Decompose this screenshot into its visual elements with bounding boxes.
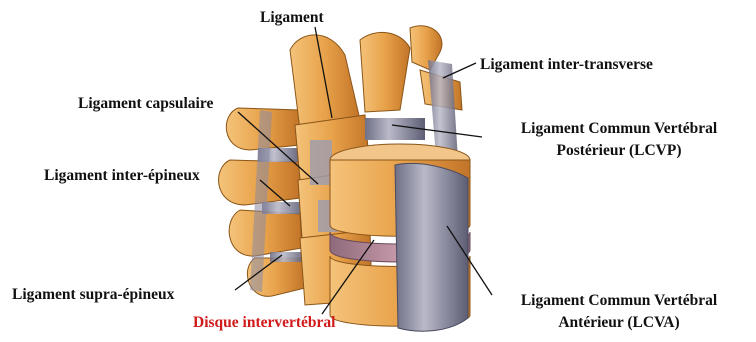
label-inter-epineux: Ligament inter-épineux [44, 167, 200, 185]
label-lcvp-line1: Ligament Commun Vertébral [484, 120, 754, 138]
label-lcva: Ligament Commun Vertébral Antérieur (LCV… [484, 292, 754, 332]
label-lcvp: Ligament Commun Vertébral Postérieur (LC… [484, 120, 754, 160]
label-lcva-line1: Ligament Commun Vertébral [484, 292, 754, 310]
label-ligament: Ligament [260, 9, 324, 27]
label-inter-transverse: Ligament inter-transverse [480, 56, 653, 74]
anterior-longitudinal-ligament [395, 163, 468, 331]
label-capsulaire: Ligament capsulaire [78, 95, 213, 113]
label-lcvp-line2: Postérieur (LCVP) [484, 142, 754, 160]
label-disque-intervertebral: Disque intervertébral [193, 314, 335, 332]
label-lcva-line2: Antérieur (LCVA) [484, 314, 754, 332]
label-supra-epineux: Ligament supra-épineux [12, 286, 174, 304]
transverse-processes [360, 26, 462, 160]
